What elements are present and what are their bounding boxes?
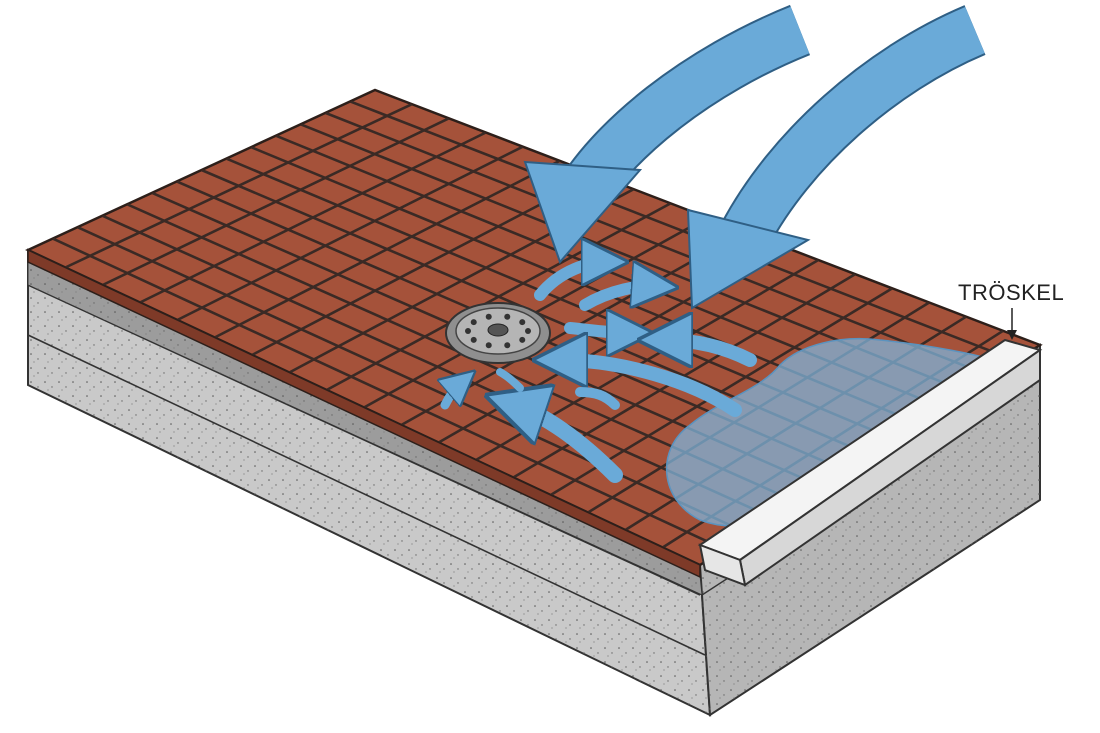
threshold-label: TRÖSKEL xyxy=(958,280,1064,340)
threshold xyxy=(697,338,1043,587)
water-flow-arrow xyxy=(575,387,620,410)
water-flow-arrow xyxy=(564,328,630,333)
water-flow-arrow xyxy=(665,340,757,360)
water-flow-arrow xyxy=(496,368,524,392)
water-flow-arrow xyxy=(579,286,655,311)
water-flow-arrow xyxy=(722,6,985,247)
floor-drain-icon xyxy=(445,302,551,364)
threshold-label-text: TRÖSKEL xyxy=(958,280,1064,305)
water-flow-arrow xyxy=(515,405,623,483)
incoming-water-arrows xyxy=(523,4,986,310)
water-flow-arrow xyxy=(523,160,643,264)
water-flow-arrow xyxy=(445,382,462,410)
water-flow-arrow xyxy=(534,262,605,301)
water-flow-arrow xyxy=(560,360,742,417)
flow-arrows xyxy=(445,262,757,483)
water-flow-arrow xyxy=(686,208,811,310)
